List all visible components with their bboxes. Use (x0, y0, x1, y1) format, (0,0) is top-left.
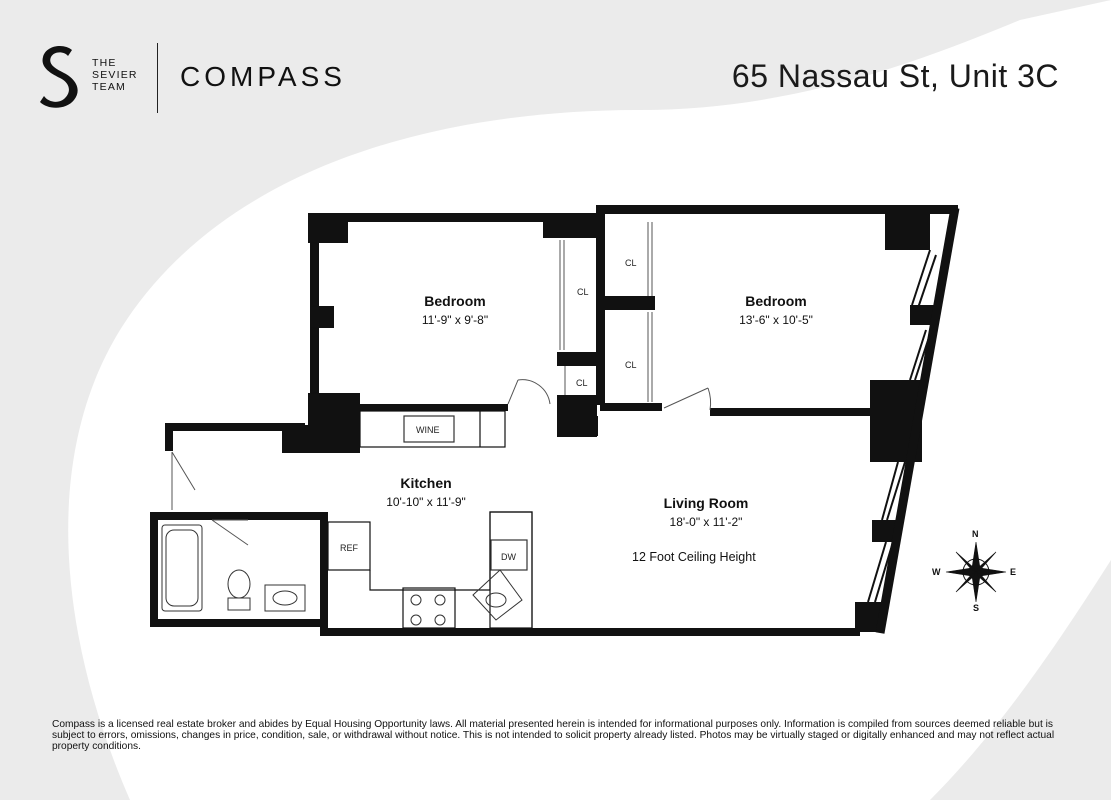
room-bedroom-2: Bedroom 13'-6" x 10'-5" (716, 293, 836, 327)
wall (308, 213, 348, 243)
compass-rose-icon (945, 541, 1007, 603)
wall (310, 306, 334, 328)
compass-north-label: N (972, 529, 979, 539)
wall (590, 416, 598, 436)
wall (150, 619, 328, 627)
dishwasher-label: DW (501, 552, 516, 562)
closet-label: CL (577, 287, 589, 297)
room-kitchen: Kitchen 10'-10" x 11'-9" (366, 475, 486, 509)
closet-label: CL (625, 258, 637, 268)
wall (885, 205, 930, 250)
wall (710, 408, 880, 416)
wall (543, 213, 603, 238)
wall (600, 403, 662, 411)
ceiling-note: 12 Foot Ceiling Height (632, 550, 756, 564)
refrigerator-label: REF (340, 543, 358, 553)
legal-disclaimer: Compass is a licensed real estate broker… (52, 719, 1055, 753)
wall (310, 213, 602, 222)
team-name-line: TEAM (92, 81, 126, 93)
closet-label: CL (576, 378, 588, 388)
wall (310, 213, 319, 393)
wall (150, 512, 158, 627)
room-name: Living Room (663, 495, 749, 511)
wall (165, 423, 305, 431)
wall (320, 512, 328, 636)
room-name: Kitchen (400, 475, 452, 491)
compass-west-label: W (932, 567, 941, 577)
wall (910, 305, 936, 325)
company-logo: COMPASS (180, 61, 346, 92)
room-dimensions: 13'-6" x 10'-5" (739, 313, 813, 327)
team-name: THE SEVIER TEAM (92, 57, 138, 93)
room-dimensions: 10'-10" x 11'-9" (386, 495, 466, 509)
wall (600, 205, 958, 214)
compass-south-label: S (973, 603, 980, 613)
team-name-line: SEVIER (92, 69, 138, 81)
wall (557, 352, 603, 366)
closet-label: CL (625, 360, 637, 370)
room-dimensions: 11'-9" x 9'-8" (421, 313, 489, 327)
wall (596, 205, 605, 405)
wall (605, 296, 655, 310)
wall (358, 404, 508, 411)
wine-fridge-label: WINE (416, 425, 440, 435)
wall (150, 512, 320, 520)
room-dimensions: 18'-0" x 11'-2" (669, 515, 743, 529)
room-name: Bedroom (745, 293, 807, 309)
compass-east-label: E (1010, 567, 1017, 577)
room-bedroom-1: Bedroom 11'-9" x 9'-8" (395, 293, 515, 327)
sevier-logo-icon (40, 45, 78, 108)
listing-address: 65 Nassau St, Unit 3C (731, 58, 1059, 94)
room-name: Bedroom (424, 293, 486, 309)
wall (320, 628, 860, 636)
team-name-line: THE (92, 57, 117, 69)
wall (165, 423, 173, 451)
logo-divider (157, 43, 158, 113)
room-living: Living Room 18'-0" x 11'-2" (646, 495, 766, 529)
wall (872, 520, 896, 542)
